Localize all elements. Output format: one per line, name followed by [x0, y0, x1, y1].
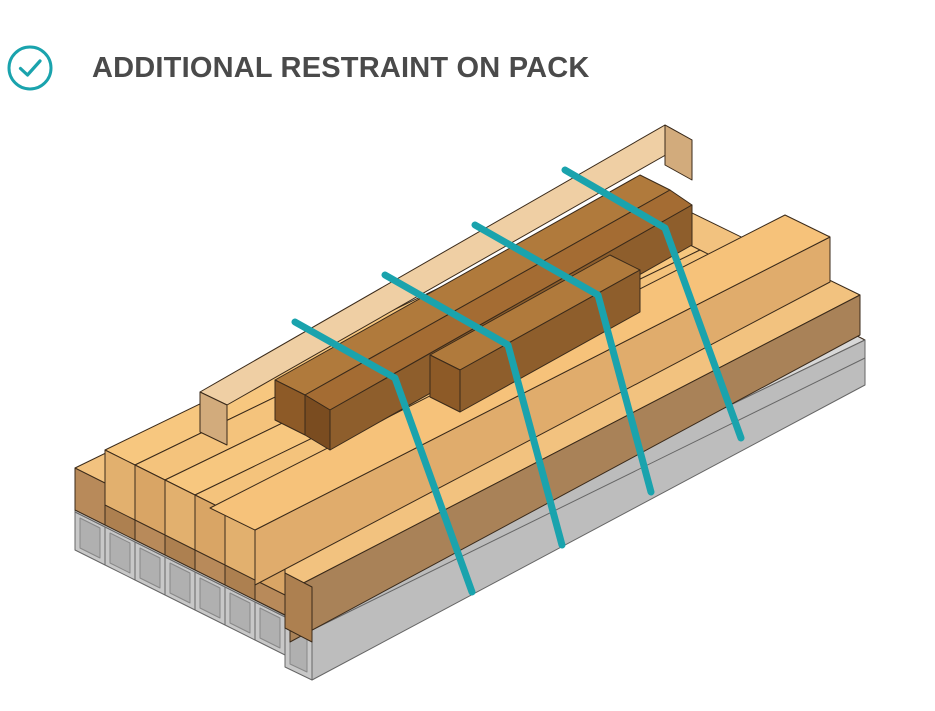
page-title: ADDITIONAL RESTRAINT ON PACK [92, 51, 590, 84]
strap-2 [381, 271, 566, 549]
strap-1 [291, 318, 476, 596]
strap-3 [471, 221, 655, 496]
header: ADDITIONAL RESTRAINT ON PACK [6, 44, 590, 92]
strap-4 [561, 166, 745, 442]
check-circle-icon [7, 45, 53, 91]
restraint-straps [291, 166, 745, 596]
